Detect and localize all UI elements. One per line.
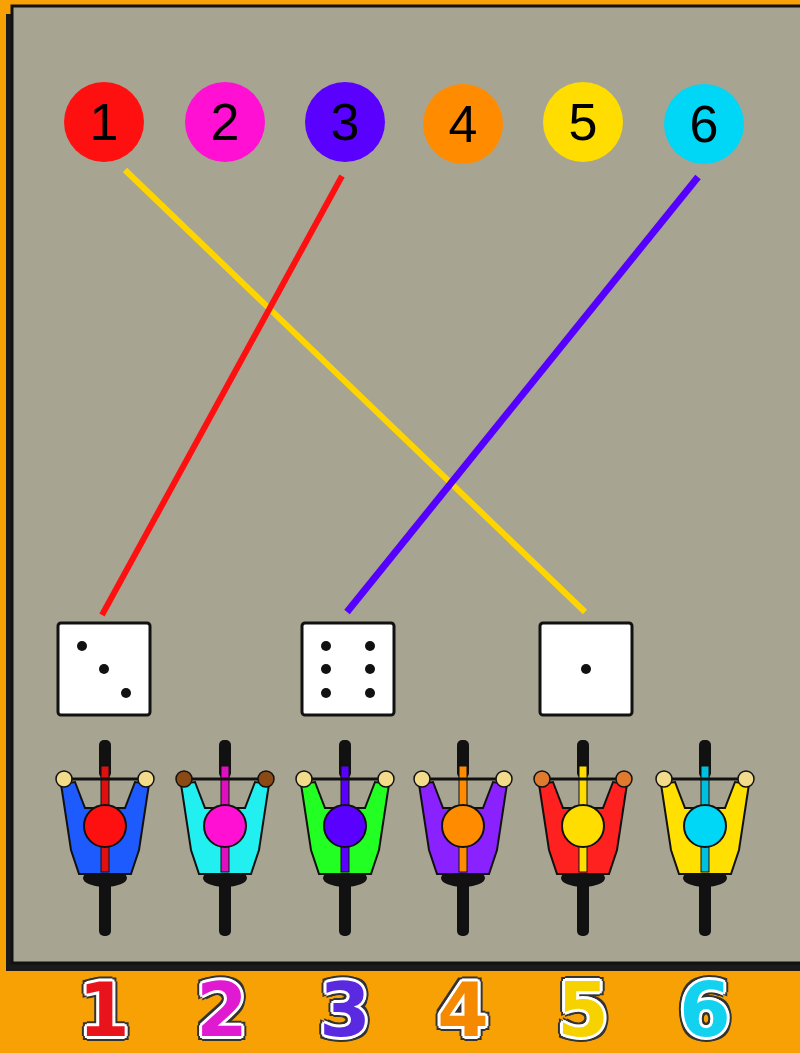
rider-number: 4: [437, 973, 489, 1047]
circle-number: 1: [90, 96, 119, 148]
die: [302, 623, 394, 715]
rider-number: 3: [319, 973, 371, 1047]
circle-number: 6: [690, 98, 719, 150]
cyclist: [656, 740, 754, 936]
number-circle: 4: [423, 84, 503, 164]
circle-number: 3: [331, 96, 360, 148]
cyclist: [176, 740, 274, 936]
cyclist: [534, 740, 632, 936]
panel: [12, 6, 800, 963]
match-line: [347, 177, 698, 612]
circle-number: 5: [569, 96, 598, 148]
die: [540, 623, 632, 715]
cyclist: [296, 740, 394, 936]
circle-number: 2: [211, 96, 240, 148]
number-circle: 2: [185, 82, 265, 162]
number-circle: 5: [543, 82, 623, 162]
die: [58, 623, 150, 715]
cyclist: [414, 740, 512, 936]
rider-number: 5: [557, 973, 609, 1047]
number-circle: 6: [664, 84, 744, 164]
circle-number: 4: [449, 98, 478, 150]
match-line: [102, 176, 342, 615]
rider-number: 1: [78, 973, 130, 1047]
cyclist: [56, 740, 154, 936]
match-line: [125, 170, 585, 612]
rider-number: 6: [679, 973, 731, 1047]
number-circle: 3: [305, 82, 385, 162]
rider-number: 2: [196, 973, 248, 1047]
number-circle: 1: [64, 82, 144, 162]
cyclists: [56, 740, 754, 936]
